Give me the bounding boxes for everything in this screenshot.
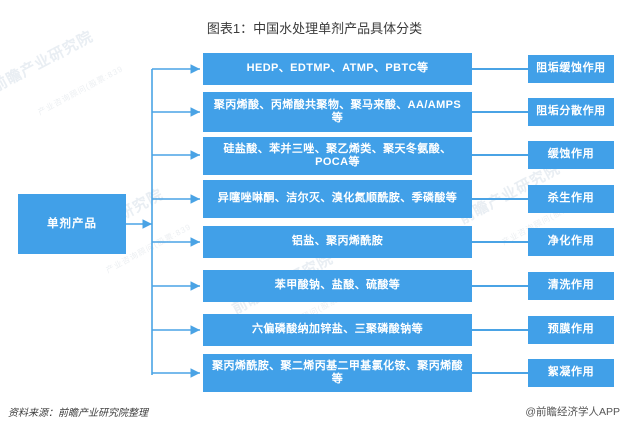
product-node-5[interactable]: 铝盐、聚丙烯酰胺 [203, 226, 472, 258]
chart-title: 图表1：中国水处理单剂产品具体分类 [206, 21, 423, 36]
product-node-7[interactable]: 六偏磷酸纳加锌盐、三聚磷酸钠等 [203, 314, 472, 346]
source-note: 资料来源：前瞻产业研究院整理 [8, 408, 148, 419]
product-node-1[interactable]: HEDP、EDTMP、ATMP、PBTC等 [203, 53, 472, 85]
root-node-single-agent-products[interactable]: 单剂产品 [18, 194, 126, 254]
function-node-3[interactable]: 缓蚀作用 [528, 141, 614, 169]
function-node-4[interactable]: 杀生作用 [528, 185, 614, 213]
function-node-6[interactable]: 清洗作用 [528, 272, 614, 300]
brand-watermark: @前瞻经济学人APP [525, 406, 620, 418]
product-node-4[interactable]: 异噻唑啉酮、洁尔灭、溴化氮顺酰胺、季磷酸等 [203, 180, 472, 218]
function-node-1[interactable]: 阻垢缓蚀作用 [528, 55, 614, 83]
function-node-2[interactable]: 阻垢分散作用 [528, 98, 614, 126]
function-node-5[interactable]: 净化作用 [528, 228, 614, 256]
function-node-8[interactable]: 絮凝作用 [528, 359, 614, 387]
product-node-8[interactable]: 聚丙烯酰胺、聚二烯丙基二甲基氯化铵、聚丙烯酸等 [203, 354, 472, 392]
product-node-6[interactable]: 苯甲酸钠、盐酸、硫酸等 [203, 270, 472, 302]
product-node-3[interactable]: 硅盐酸、苯并三唑、聚乙烯类、聚天冬氨酸、POCA等 [203, 137, 472, 175]
product-node-2[interactable]: 聚丙烯酸、丙烯酸共聚物、聚马来酸、AA/AMPS等 [203, 92, 472, 132]
function-node-7[interactable]: 预膜作用 [528, 316, 614, 344]
